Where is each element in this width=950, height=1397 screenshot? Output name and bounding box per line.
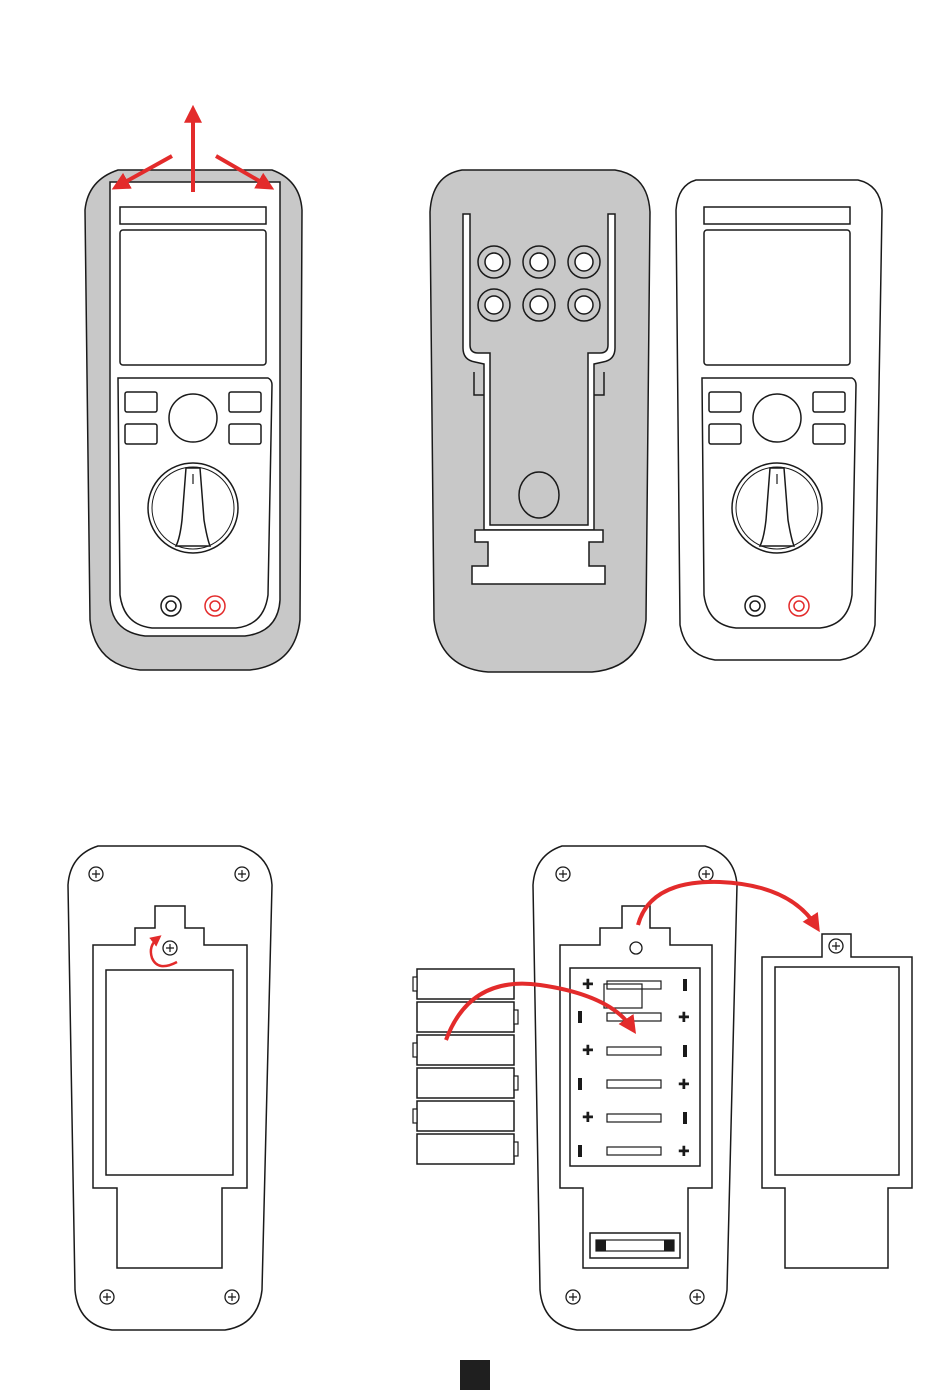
battery-cover-figure [762, 934, 912, 1268]
svg-text:✚: ✚ [582, 977, 594, 993]
battery-cover-outline [762, 934, 912, 1268]
battery-icon [417, 1068, 518, 1098]
meter-back-open-figure: ✚ ✚ ✚ ✚ ✚ ✚ [533, 846, 737, 1330]
battery-icon [413, 969, 514, 999]
meter-bare-outline [676, 180, 882, 660]
svg-text:✚: ✚ [582, 1110, 594, 1126]
battery-icon [413, 1035, 514, 1065]
meter-back-outline [68, 846, 272, 1330]
battery-icon [417, 1134, 518, 1164]
meter-bare-figure [676, 180, 882, 660]
page-number-tab [460, 1360, 490, 1390]
svg-text:✚: ✚ [582, 1043, 594, 1059]
battery-icon [413, 1101, 514, 1131]
svg-text:✚: ✚ [678, 1144, 690, 1160]
meter-body [110, 182, 280, 636]
meter-back-closed-figure [68, 846, 272, 1330]
svg-text:✚: ✚ [678, 1010, 690, 1026]
meter-in-holster-figure [85, 112, 302, 670]
holster-back-figure [430, 170, 650, 672]
svg-text:✚: ✚ [678, 1077, 690, 1093]
loose-batteries [413, 969, 518, 1164]
